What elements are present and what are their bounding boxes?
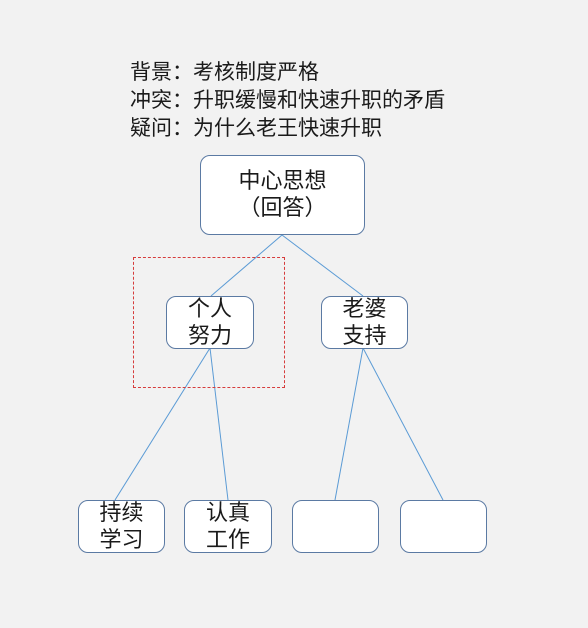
study-node-line2: 学习	[99, 527, 144, 553]
work-node: 认真 工作	[184, 500, 272, 553]
intro-text: 背景：考核制度严格 冲突：升职缓慢和快速升职的矛盾 疑问：为什么老王快速升职	[130, 58, 445, 142]
root-node-subtitle: （回答）	[238, 196, 327, 221]
highlight-box	[133, 257, 285, 388]
background-line: 背景：考核制度严格	[130, 60, 319, 84]
connector-effort-work	[209, 347, 229, 501]
wife-node-line2: 支持	[342, 323, 387, 349]
connector-root-effort	[210, 234, 283, 297]
study-node-line1: 持续	[99, 500, 144, 526]
wife-node: 老婆 支持	[321, 296, 408, 349]
effort-node-line2: 努力	[187, 323, 232, 349]
effort-node: 个人 努力	[166, 296, 254, 349]
work-node-line1: 认真	[205, 500, 250, 526]
work-node-line2: 工作	[205, 527, 250, 553]
connector-wife-empty2	[362, 347, 444, 501]
conflict-line: 冲突：升职缓慢和快速升职的矛盾	[130, 88, 445, 112]
study-node: 持续 学习	[78, 500, 165, 553]
question-line: 疑问：为什么老王快速升职	[130, 116, 382, 140]
root-node: 中心思想 （回答）	[200, 155, 365, 235]
connector-wife-empty1	[334, 347, 364, 501]
empty-node-2	[400, 500, 487, 553]
empty-node-1	[292, 500, 379, 553]
root-node-title: 中心思想	[238, 169, 327, 194]
wife-node-line1: 老婆	[342, 296, 387, 322]
connector-effort-study	[114, 347, 211, 501]
connector-root-wife	[281, 234, 364, 297]
effort-node-line1: 个人	[187, 296, 232, 322]
